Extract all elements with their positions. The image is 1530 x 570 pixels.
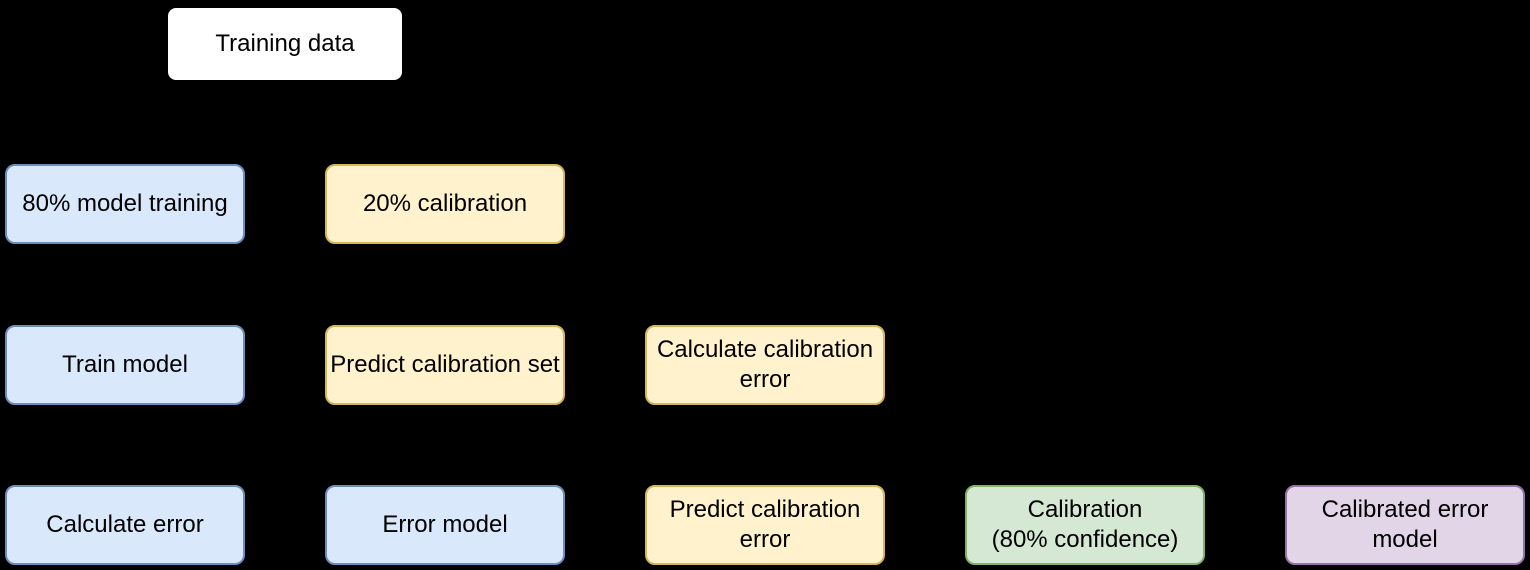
node-label: Predict calibration error xyxy=(669,496,861,553)
node-calculate-calibration-error: Calculate calibration error xyxy=(645,325,885,405)
node-error-model: Error model xyxy=(325,485,565,565)
node-label: Train model xyxy=(62,351,188,378)
node-train-model: Train model xyxy=(5,325,245,405)
node-20-calibration: 20% calibration xyxy=(325,164,565,244)
node-predict-calibration-set: Predict calibration set xyxy=(325,325,565,405)
node-label: Calculate error xyxy=(46,511,204,538)
node-label: Error model xyxy=(382,511,508,538)
node-label: Calibration (80% confidence) xyxy=(991,496,1179,553)
node-label: Calculate calibration error xyxy=(656,336,874,393)
node-calculate-error: Calculate error xyxy=(5,485,245,565)
node-label: Calibrated error model xyxy=(1321,496,1489,553)
node-80-model-training: 80% model training xyxy=(5,164,245,244)
node-label: 80% model training xyxy=(22,190,228,217)
node-label: 20% calibration xyxy=(362,190,528,217)
node-label: Training data xyxy=(215,30,355,57)
node-training-data: Training data xyxy=(166,6,404,82)
node-label: Predict calibration set xyxy=(330,351,560,378)
node-calibration-80-confidence: Calibration (80% confidence) xyxy=(965,485,1205,565)
node-predict-calibration-error: Predict calibration error xyxy=(645,485,885,565)
node-calibrated-error-model: Calibrated error model xyxy=(1285,485,1525,565)
